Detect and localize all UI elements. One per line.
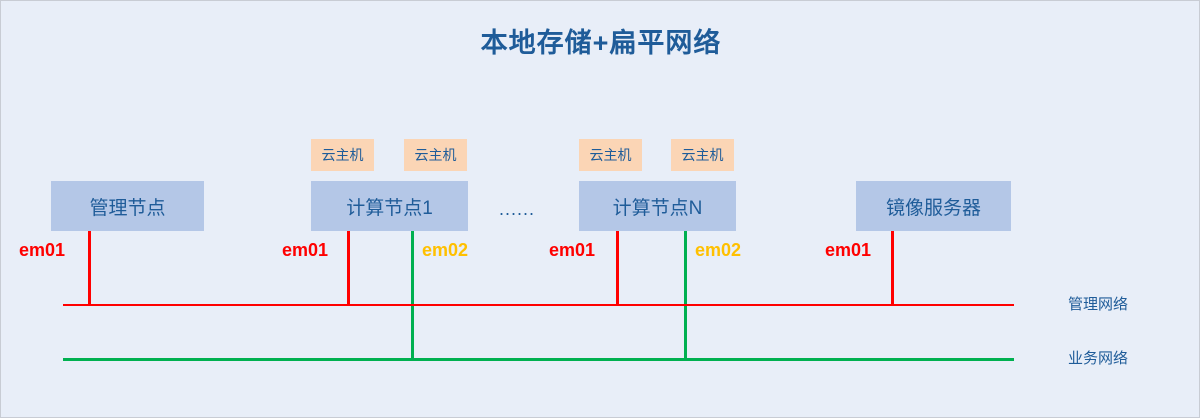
drop-biz-computen-link-line — [684, 231, 687, 359]
nic-computen-em02-label: em02 — [695, 240, 742, 260]
page-title: 本地存储+扁平网络 — [480, 28, 722, 58]
business-network-bus — [63, 358, 1014, 361]
nic-image-em01-label: em01 — [825, 240, 872, 260]
nic-computen-em01-label: em01 — [549, 240, 596, 260]
drop-mgmt-node-link-line — [88, 231, 91, 305]
nic-mgmt-node-em01-label: em01 — [19, 240, 66, 260]
drop-image-link-line — [891, 231, 894, 305]
vm-cn-a-box[interactable]: 云主机 — [579, 139, 642, 171]
compute-node-1-box[interactable]: 计算节点1 — [311, 181, 468, 231]
business-network-bus-label: 业务网络 — [1068, 350, 1129, 367]
management-network-bus-label: 管理网络 — [1068, 296, 1129, 313]
nic-compute1-em01-label: em01 — [282, 240, 329, 260]
drop-compute1-link-line — [347, 231, 350, 305]
compute-node-n-box[interactable]: 计算节点N — [579, 181, 736, 231]
drop-biz-compute1-link-line — [411, 231, 414, 359]
ellipsis-more-nodes: ...... — [499, 199, 536, 219]
drop-computen-link-line — [616, 231, 619, 305]
vm-c1-b-box[interactable]: 云主机 — [404, 139, 467, 171]
mgmt-node-box[interactable]: 管理节点 — [51, 181, 204, 231]
nic-compute1-em02-label: em02 — [422, 240, 469, 260]
management-network-bus — [63, 304, 1014, 306]
vm-cn-b-box[interactable]: 云主机 — [671, 139, 734, 171]
image-server-box[interactable]: 镜像服务器 — [856, 181, 1011, 231]
vm-c1-a-box[interactable]: 云主机 — [311, 139, 374, 171]
